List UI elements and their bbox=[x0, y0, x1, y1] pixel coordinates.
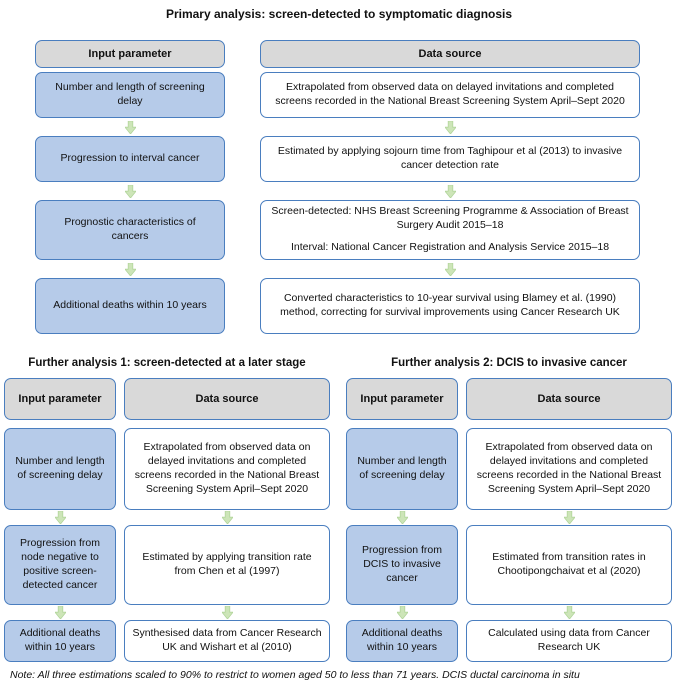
fa2-row-screening-delay: Number and length of screening delay Ext… bbox=[346, 428, 672, 510]
primary-row-interval-cancer: Progression to interval cancer Estimated… bbox=[35, 136, 678, 182]
down-arrow-icon bbox=[563, 511, 575, 524]
further-analysis-1-section: Further analysis 1: screen-detected at a… bbox=[4, 356, 330, 662]
down-arrow-icon bbox=[54, 606, 66, 619]
source-box: Calculated using data from Cancer Resear… bbox=[466, 620, 672, 662]
primary-analysis-section: Primary analysis: screen-detected to sym… bbox=[0, 0, 678, 334]
down-arrow-icon bbox=[124, 120, 136, 134]
primary-row-prognostic-characteristics: Prognostic characteristics of cancers Sc… bbox=[35, 200, 678, 260]
input-box: Progression from node negative to positi… bbox=[4, 525, 116, 605]
input-box: Number and length of screening delay bbox=[4, 428, 116, 510]
fa1-row-screening-delay: Number and length of screening delay Ext… bbox=[4, 428, 330, 510]
fa1-header-row: Input parameter Data source bbox=[4, 378, 330, 420]
data-source-header: Data source bbox=[124, 378, 330, 420]
source-box: Estimated by applying sojourn time from … bbox=[260, 136, 640, 182]
source-box: Screen-detected: NHS Breast Screening Pr… bbox=[260, 200, 640, 260]
further-analysis-1-title: Further analysis 1: screen-detected at a… bbox=[28, 357, 306, 369]
input-box: Prognostic characteristics of cancers bbox=[35, 200, 225, 260]
primary-analysis-grid: Input parameter Data source Number and l… bbox=[0, 40, 678, 334]
source-paragraph: Interval: National Cancer Registration a… bbox=[290, 241, 610, 254]
footnote: Note: All three estimations scaled to 90… bbox=[10, 669, 580, 681]
source-box: Extrapolated from observed data on delay… bbox=[466, 428, 672, 510]
down-arrow-icon bbox=[396, 606, 408, 619]
source-box: Extrapolated from observed data on delay… bbox=[260, 72, 640, 118]
fa2-row-dcis-progression: Progression from DCIS to invasive cancer… bbox=[346, 525, 672, 605]
input-box: Additional deaths within 10 years bbox=[346, 620, 458, 662]
primary-row-additional-deaths: Additional deaths within 10 years Conver… bbox=[35, 278, 678, 334]
input-box: Progression to interval cancer bbox=[35, 136, 225, 182]
fa2-row-additional-deaths: Additional deaths within 10 years Calcul… bbox=[346, 620, 672, 662]
primary-analysis-title: Primary analysis: screen-detected to sym… bbox=[165, 7, 513, 21]
fa1-row-additional-deaths: Additional deaths within 10 years Synthe… bbox=[4, 620, 330, 662]
further-analyses-section: Further analysis 1: screen-detected at a… bbox=[0, 356, 678, 662]
input-parameter-header: Input parameter bbox=[346, 378, 458, 420]
arrow-row bbox=[35, 182, 678, 200]
input-box: Additional deaths within 10 years bbox=[4, 620, 116, 662]
source-box: Synthesised data from Cancer Research UK… bbox=[124, 620, 330, 662]
source-box: Extrapolated from observed data on delay… bbox=[124, 428, 330, 510]
down-arrow-icon bbox=[563, 606, 575, 619]
down-arrow-icon bbox=[124, 262, 136, 276]
down-arrow-icon bbox=[444, 184, 456, 198]
data-source-header: Data source bbox=[466, 378, 672, 420]
source-box: Estimated by applying transition rate fr… bbox=[124, 525, 330, 605]
input-box: Additional deaths within 10 years bbox=[35, 278, 225, 334]
down-arrow-icon bbox=[444, 120, 456, 134]
input-parameter-header: Input parameter bbox=[4, 378, 116, 420]
input-box: Number and length of screening delay bbox=[35, 72, 225, 118]
input-parameter-header: Input parameter bbox=[35, 40, 225, 68]
arrow-row bbox=[346, 605, 672, 620]
data-source-header: Data source bbox=[260, 40, 640, 68]
source-box: Estimated from transition rates in Choot… bbox=[466, 525, 672, 605]
arrow-row bbox=[35, 118, 678, 136]
down-arrow-icon bbox=[54, 511, 66, 524]
arrow-row bbox=[35, 260, 678, 278]
down-arrow-icon bbox=[396, 511, 408, 524]
further-analysis-2-section: Further analysis 2: DCIS to invasive can… bbox=[346, 356, 672, 662]
arrow-row bbox=[4, 605, 330, 620]
down-arrow-icon bbox=[444, 262, 456, 276]
arrow-row bbox=[4, 510, 330, 525]
primary-row-screening-delay: Number and length of screening delay Ext… bbox=[35, 72, 678, 118]
down-arrow-icon bbox=[221, 606, 233, 619]
input-box: Progression from DCIS to invasive cancer bbox=[346, 525, 458, 605]
fa2-header-row: Input parameter Data source bbox=[346, 378, 672, 420]
fa1-row-node-progression: Progression from node negative to positi… bbox=[4, 525, 330, 605]
arrow-row bbox=[346, 510, 672, 525]
down-arrow-icon bbox=[221, 511, 233, 524]
primary-header-row: Input parameter Data source bbox=[35, 40, 678, 68]
further-analysis-2-title: Further analysis 2: DCIS to invasive can… bbox=[391, 357, 627, 369]
down-arrow-icon bbox=[124, 184, 136, 198]
source-paragraph: Screen-detected: NHS Breast Screening Pr… bbox=[271, 204, 629, 231]
source-box: Converted characteristics to 10-year sur… bbox=[260, 278, 640, 334]
input-box: Number and length of screening delay bbox=[346, 428, 458, 510]
